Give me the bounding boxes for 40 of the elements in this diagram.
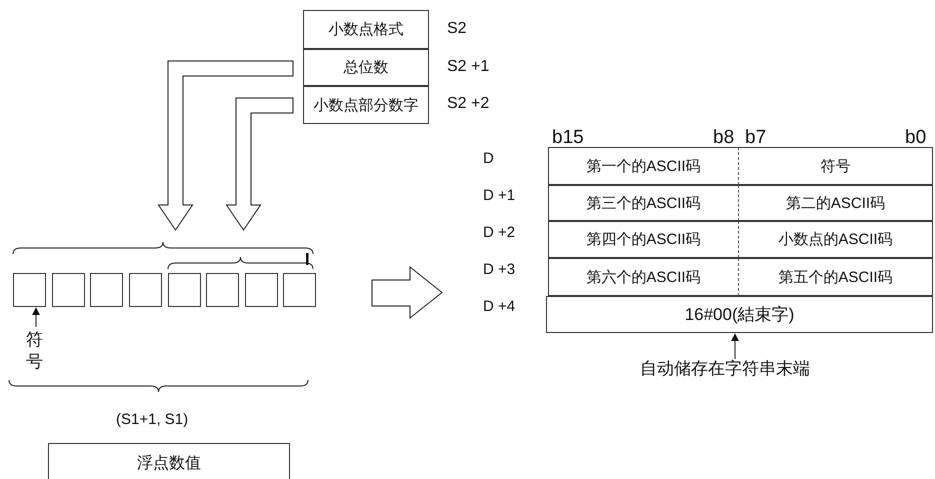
arrow — [731, 333, 739, 360]
table-cell: 第一个的ASCII码 — [548, 147, 739, 185]
register-label: D +2 — [483, 225, 516, 240]
register-label: D — [483, 151, 494, 166]
register-label: S2 +1 — [447, 58, 490, 74]
digit-box — [245, 273, 278, 307]
table-cell: 符号 — [739, 147, 933, 185]
field-cell: 小数点格式 — [303, 10, 429, 49]
bit-label: b0 — [905, 128, 926, 147]
digit-box — [206, 273, 239, 307]
arrow — [226, 98, 294, 231]
digit-box — [90, 273, 123, 307]
table-cell: 小数点的ASCII码 — [739, 221, 933, 258]
table-cell: 第五个的ASCII码 — [739, 258, 933, 296]
digit-box — [283, 273, 316, 307]
digit-box — [52, 273, 85, 307]
arrow — [32, 307, 40, 328]
digit-box — [129, 273, 162, 307]
register-label: D +4 — [483, 299, 516, 314]
bit-label: b7 — [745, 128, 766, 147]
register-label: D +3 — [483, 262, 516, 277]
register-label: D +1 — [483, 188, 516, 203]
table-cell: 第二的ASCII码 — [739, 185, 933, 221]
digit-box — [13, 273, 46, 307]
register-label: (S1+1, S1) — [116, 412, 188, 427]
field-cell: 小数点部分数字 — [303, 86, 429, 124]
arrow — [158, 60, 294, 231]
bit-label: b15 — [552, 128, 584, 147]
sign-label: 符号 — [26, 329, 44, 375]
table-cell: 16#00(結束字) — [546, 296, 933, 333]
note-text: 自动储存在字符串末端 — [640, 360, 862, 380]
value-box: 浮点数值 — [48, 443, 290, 479]
bit-label: b8 — [713, 128, 734, 147]
field-cell: 总位数 — [303, 49, 429, 86]
table-cell: 第四个的ASCII码 — [548, 221, 739, 258]
register-label: S2 — [447, 20, 467, 36]
register-label: S2 +2 — [447, 96, 490, 112]
digit-box — [168, 273, 201, 307]
table-cell: 第三个的ASCII码 — [548, 185, 739, 221]
table-cell: 第六个的ASCII码 — [548, 258, 739, 296]
